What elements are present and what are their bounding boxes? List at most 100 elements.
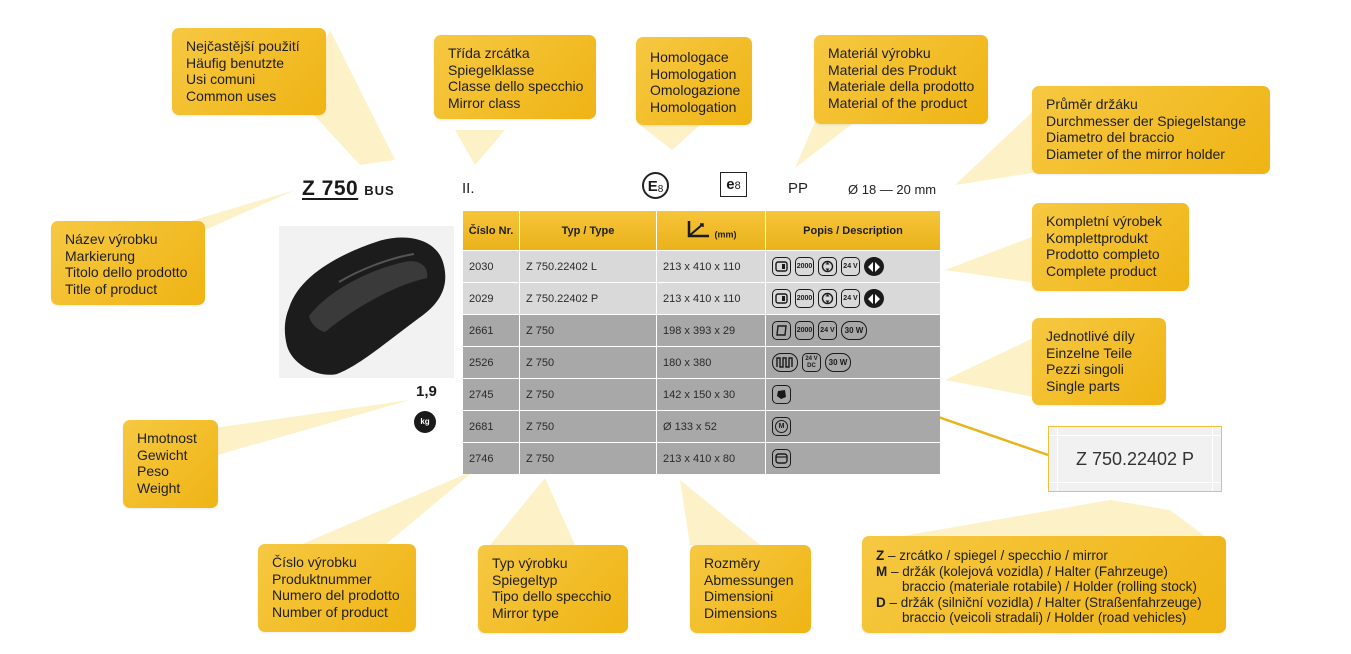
callout-line: Single parts: [1046, 377, 1120, 394]
callout-line: Dimensioni: [704, 588, 774, 604]
callout-mirror-class: Třída zrcátka Spiegelklasse Classe dello…: [434, 35, 596, 119]
callout-product-name: Název výrobku Markierung Titolo dello pr…: [51, 221, 205, 305]
cell-dimensions: 198 x 393 x 29: [656, 314, 766, 347]
product-title-suffix: BUS: [364, 183, 395, 198]
cell-description: 2000 24 V: [765, 282, 940, 315]
holder-icon: [772, 289, 791, 308]
ray-dimensions: [680, 480, 760, 545]
callout-line: Průměr držáku: [1046, 96, 1138, 112]
callout-line: Classe dello specchio: [448, 78, 584, 94]
heating-24v-icon: 24 V: [841, 289, 860, 308]
header-dimensions: (mm): [656, 211, 766, 251]
table-row: 2681 Z 750 Ø 133 x 52 M: [463, 410, 940, 443]
callout-line: Titolo dello prodotto: [65, 264, 188, 280]
callout-line: Markierung: [65, 247, 136, 264]
mirror-part-icon: [772, 385, 791, 404]
callout-line: Prodotto completo: [1046, 246, 1160, 262]
cell-description: [765, 378, 940, 411]
ray-product-number: [300, 470, 475, 545]
year-2000-icon: 2000: [795, 257, 814, 276]
arrows-icon: [864, 289, 884, 308]
product-title-main: Z 750: [302, 177, 359, 200]
housing-icon: [772, 449, 791, 468]
table-row: 2526 Z 750 180 x 380 24 V DC 30 W: [463, 346, 940, 379]
ray-material: [795, 110, 870, 168]
callout-material: Materiál výrobku Material des Produkt Ma…: [814, 35, 988, 124]
table-row: 2746 Z 750 213 x 410 x 80: [463, 442, 940, 474]
heating-24v-icon: 24 V: [818, 321, 837, 340]
callout-line: Gewicht: [137, 446, 188, 463]
header-number: Číslo Nr.: [463, 211, 520, 251]
callout-line: Complete product: [1046, 262, 1157, 279]
callout-line: Abmessungen: [704, 571, 794, 588]
cell-description: M: [765, 410, 940, 443]
year-2000-icon: 2000: [795, 289, 814, 308]
callout-line: Mirror type: [492, 604, 559, 621]
callout-line: Číslo výrobku: [272, 554, 357, 570]
motor-icon: M: [772, 417, 791, 436]
mirror-class-value: II.: [462, 180, 475, 197]
cell-type: Z 750: [519, 442, 657, 474]
callout-common-uses: Nejčastější použití Häufig benutzte Usi …: [172, 28, 326, 115]
cell-dimensions: 180 x 380: [656, 346, 766, 379]
callout-line: Hmotnost: [137, 430, 197, 446]
callout-line: Common uses: [186, 87, 277, 104]
callout-line: Spiegeltyp: [492, 571, 558, 588]
callout-line: Spiegelklasse: [448, 61, 535, 78]
callout-line: Produktnummer: [272, 570, 372, 587]
callout-diameter: Průměr držáku Durchmesser der Spiegelsta…: [1032, 86, 1270, 174]
callout-line: Jednotlivé díly: [1046, 328, 1135, 344]
cell-number: 2030: [463, 250, 520, 283]
cell-type: Z 750: [519, 378, 657, 411]
callout-line: Tipo dello specchio: [492, 588, 612, 604]
table-header-row: Číslo Nr. Typ / Type (mm) Popis / Descri…: [463, 211, 940, 251]
callout-weight: Hmotnost Gewicht Peso Weight: [123, 420, 218, 508]
arrows-icon: [864, 257, 884, 276]
cell-dimensions: 213 x 410 x 80: [656, 442, 766, 474]
cell-type: Z 750: [519, 314, 657, 347]
cell-number: 2681: [463, 410, 520, 443]
callout-line: Homologation: [650, 65, 737, 82]
voltage-24v-dc-icon: 24 V DC: [802, 353, 821, 372]
callout-line: Třída zrcátka: [448, 45, 530, 61]
year-2000-icon: 2000: [795, 321, 814, 340]
cell-number: 2661: [463, 314, 520, 347]
table-row: 2661 Z 750 198 x 393 x 29 2000 24 V 30 W: [463, 314, 940, 347]
callout-line: Materiál výrobku: [828, 45, 931, 61]
adjust-icon: [818, 257, 837, 276]
cell-dimensions: 142 x 150 x 30: [656, 378, 766, 411]
cell-number: 2526: [463, 346, 520, 379]
cell-number: 2746: [463, 442, 520, 474]
ray-complete-product: [945, 230, 1050, 285]
callout-line: Einzelne Teile: [1046, 344, 1133, 361]
callout-line: Rozměry: [704, 555, 761, 571]
header-type: Typ / Type: [519, 211, 657, 251]
table-row: 2745 Z 750 142 x 150 x 30: [463, 378, 940, 411]
cell-dimensions: Ø 133 x 52: [656, 410, 766, 443]
glass-icon: [772, 321, 791, 340]
callout-dimensions: Rozměry Abmessungen Dimensioni Dimension…: [690, 545, 811, 633]
heater-element-icon: [772, 353, 798, 372]
ray-homologation: [640, 125, 700, 150]
callout-line: Title of product: [65, 280, 158, 297]
callout-line: Peso: [137, 463, 169, 479]
legend-row-d-cont: braccio (veicoli stradali) / Holder (roa…: [902, 610, 1187, 625]
callout-line: Nejčastější použití: [186, 38, 300, 54]
heating-24v-icon: 24 V: [841, 257, 860, 276]
legend-box: Z – zrcátko / spiegel / specchio / mirro…: [862, 536, 1226, 633]
callout-line: Omologazione: [650, 82, 741, 98]
cell-type: Z 750: [519, 410, 657, 443]
callout-line: Durchmesser der Spiegelstange: [1046, 112, 1246, 129]
callout-line: Weight: [137, 479, 181, 496]
ray-legend: [880, 500, 1210, 540]
header-description: Popis / Description: [765, 211, 940, 251]
ray-mirror-type: [490, 478, 575, 545]
callout-line: Homologation: [650, 98, 737, 115]
callout-line: Dimensions: [704, 604, 778, 621]
weight-value: 1,9: [416, 383, 437, 400]
callout-line: Numero del prodotto: [272, 587, 400, 603]
ray-weight: [200, 400, 410, 460]
legend-row-z: Z – zrcátko / spiegel / specchio / mirro…: [876, 548, 1108, 563]
adjust-icon: [818, 289, 837, 308]
